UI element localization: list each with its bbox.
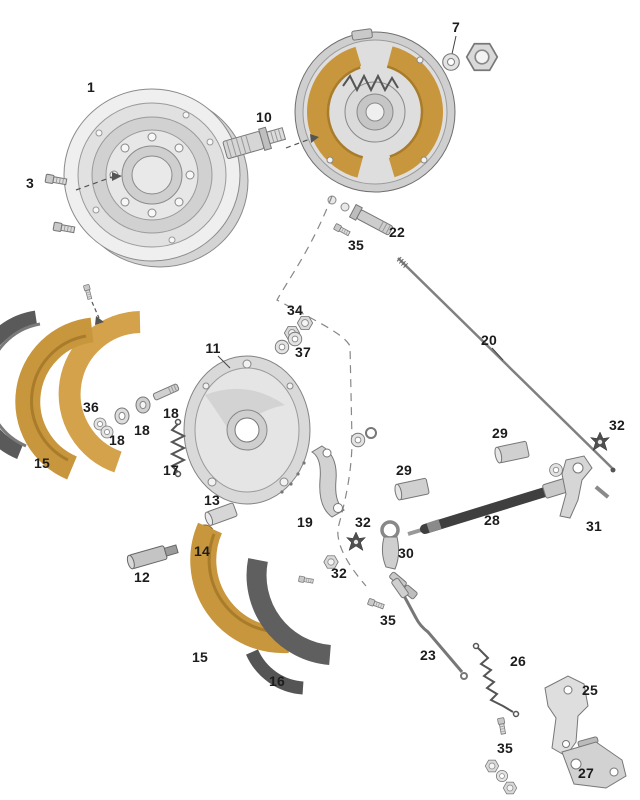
part-backing-plate bbox=[183, 355, 311, 505]
dashed-reference-line bbox=[276, 195, 367, 587]
part-rod-23 bbox=[391, 577, 468, 680]
part-label-35-32: 35 bbox=[380, 612, 396, 628]
part-label-17-11: 17 bbox=[163, 462, 179, 478]
part-brake-drum bbox=[63, 88, 249, 268]
part-label-20-16: 20 bbox=[481, 332, 497, 348]
part-wheel-bolts bbox=[44, 172, 122, 235]
part-label-29-23: 29 bbox=[492, 425, 508, 441]
part-label-13-6: 13 bbox=[204, 492, 220, 508]
part-label-12-5: 12 bbox=[134, 569, 150, 585]
part-threaded-fitting bbox=[222, 126, 287, 159]
part-label-35-33: 35 bbox=[497, 740, 513, 756]
part-label-28-22: 28 bbox=[484, 512, 500, 528]
part-axle-nut bbox=[442, 35, 499, 72]
part-brake-assembly bbox=[294, 28, 456, 212]
part-rod-28 bbox=[407, 478, 570, 536]
part-label-16-10: 16 bbox=[269, 673, 285, 689]
part-brake-shoes-left bbox=[0, 283, 141, 480]
part-label-14-7: 14 bbox=[194, 543, 210, 559]
part-label-15-9: 15 bbox=[192, 649, 208, 665]
arrow-fitting-to-assembly bbox=[285, 138, 311, 149]
part-label-35-31: 35 bbox=[348, 237, 364, 253]
part-label-29-24: 29 bbox=[396, 462, 412, 478]
part-brake-rod-20 bbox=[396, 256, 616, 473]
part-label-18-13: 18 bbox=[134, 422, 150, 438]
part-label-36-34: 36 bbox=[83, 399, 99, 415]
part-label-7-2: 7 bbox=[452, 19, 460, 35]
part-label-18-14: 18 bbox=[163, 405, 179, 421]
part-label-27-21: 27 bbox=[578, 765, 594, 781]
part-bracket-25 bbox=[544, 675, 589, 757]
part-label-25-19: 25 bbox=[582, 682, 598, 698]
part-label-3-1: 3 bbox=[26, 175, 34, 191]
part-label-10-3: 10 bbox=[256, 109, 272, 125]
part-brake-shoes-bottom bbox=[190, 522, 332, 695]
part-lever-19 bbox=[311, 427, 377, 518]
arrowhead-fitting bbox=[310, 134, 319, 143]
part-label-18-12: 18 bbox=[109, 432, 125, 448]
part-label-31-26: 31 bbox=[586, 518, 602, 534]
part-pin-22 bbox=[333, 203, 393, 237]
part-label-30-25: 30 bbox=[398, 545, 414, 561]
part-label-1-0: 1 bbox=[87, 79, 95, 95]
part-label-34-30: 34 bbox=[287, 302, 303, 318]
part-label-32-28: 32 bbox=[355, 514, 371, 530]
part-label-32-29: 32 bbox=[331, 565, 347, 581]
part-label-15-8: 15 bbox=[34, 455, 50, 471]
part-lever-31 bbox=[549, 455, 610, 519]
part-label-22-17: 22 bbox=[389, 224, 405, 240]
part-label-19-15: 19 bbox=[297, 514, 313, 530]
part-sleeves-29 bbox=[394, 440, 530, 501]
part-label-11-4: 11 bbox=[205, 340, 221, 356]
part-bushings-and-pin bbox=[93, 383, 180, 439]
part-lever-27 bbox=[561, 736, 627, 789]
part-spring-26 bbox=[472, 642, 520, 718]
part-label-23-18: 23 bbox=[420, 647, 436, 663]
part-adjuster-pieces bbox=[126, 502, 238, 570]
part-label-32-27: 32 bbox=[609, 417, 625, 433]
part-label-26-20: 26 bbox=[510, 653, 526, 669]
part-return-spring-left bbox=[169, 418, 187, 478]
part-label-37-35: 37 bbox=[295, 344, 311, 360]
